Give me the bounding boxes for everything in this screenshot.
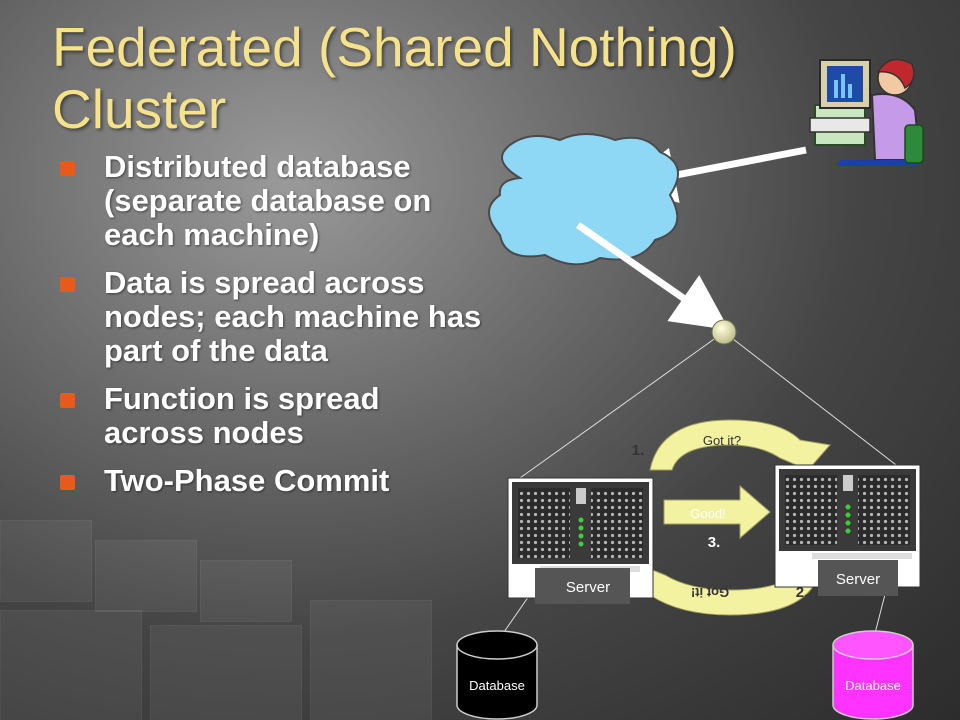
step-3-label: 3.: [708, 534, 721, 551]
bullet-text: Two-Phase Commit: [104, 463, 390, 498]
database-left-label: Database: [469, 678, 525, 693]
step-2-label: 2.: [796, 584, 809, 601]
bg-tile: [200, 560, 292, 622]
bullet-icon: [60, 393, 75, 408]
server-left-label: Server: [566, 579, 610, 596]
bullet-item: Two-Phase Commit: [58, 464, 488, 498]
bg-tile: [0, 520, 92, 602]
network-cloud-icon: [488, 133, 679, 266]
bg-tile: [95, 540, 197, 612]
database-right-icon: Database: [832, 630, 914, 720]
bullet-text: Function is spread across nodes: [104, 381, 380, 450]
slide-title: Federated (Shared Nothing) Cluster: [52, 16, 737, 140]
server-left-icon: Server: [507, 477, 654, 604]
bullet-icon: [60, 161, 75, 176]
bg-tile: [310, 600, 432, 720]
bg-tile: [0, 610, 142, 720]
database-right-label: Database: [845, 678, 901, 693]
step-1-label: 1.: [632, 442, 645, 459]
bullet-icon: [60, 475, 75, 490]
bullet-item: Data is spread across nodes; each machin…: [58, 266, 488, 368]
bullet-text: Distributed database (separate database …: [104, 149, 432, 252]
arrow-top-label: Got it?: [703, 433, 741, 448]
server-right-icon: Server: [774, 464, 921, 596]
got-it-question-arrow: Got it? 1.: [632, 419, 831, 471]
arrow-mid-label: Good!: [690, 506, 725, 521]
arrow-bottom-label: Got it!: [691, 585, 729, 600]
bullet-text: Data is spread across nodes; each machin…: [104, 265, 482, 368]
database-left-icon: Database: [456, 630, 538, 720]
link-line: [723, 331, 901, 469]
server-right-label: Server: [836, 571, 880, 588]
network-node-icon: [711, 319, 737, 345]
bg-tile: [150, 625, 302, 720]
bullet-icon: [60, 277, 75, 292]
bullet-item: Function is spread across nodes: [58, 382, 488, 450]
user-computer-icon: [809, 58, 924, 166]
good-arrow: Good! 3.: [663, 484, 771, 551]
bullet-item: Distributed database (separate database …: [58, 150, 488, 252]
cloud-to-node-arrow: [576, 222, 730, 330]
link-line: [519, 331, 725, 479]
bullet-list: Distributed database (separate database …: [58, 150, 488, 512]
